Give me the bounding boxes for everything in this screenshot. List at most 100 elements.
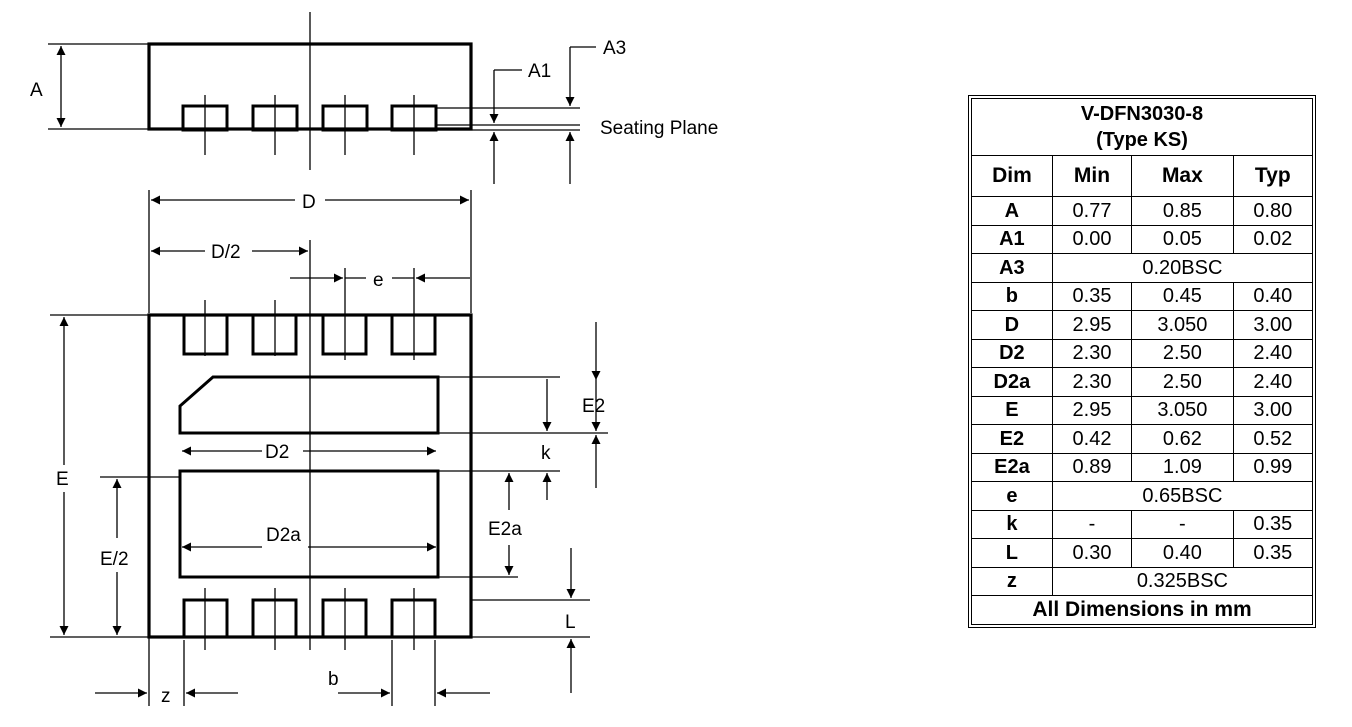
cell-dim: b bbox=[971, 281, 1053, 311]
cell-dim: A1 bbox=[971, 224, 1053, 254]
cell-max: 0.85 bbox=[1131, 196, 1234, 226]
cell-span-value: 0.65BSC bbox=[1051, 481, 1314, 511]
cell-typ: 2.40 bbox=[1232, 338, 1314, 368]
cell-typ: 3.00 bbox=[1232, 310, 1314, 340]
cell-typ: 0.35 bbox=[1232, 538, 1314, 568]
cell-min: 2.30 bbox=[1051, 367, 1133, 397]
lead-pad bbox=[390, 313, 437, 356]
label-E2: E2 bbox=[582, 396, 605, 417]
label-D2a: D2a bbox=[266, 525, 301, 546]
header-typ: Typ bbox=[1232, 155, 1314, 197]
label-L: L bbox=[565, 612, 576, 633]
cell-dim: L bbox=[971, 538, 1053, 568]
cell-typ: 0.40 bbox=[1232, 281, 1314, 311]
cell-dim: D2 bbox=[971, 338, 1053, 368]
cell-max: 0.40 bbox=[1131, 538, 1234, 568]
header-max: Max bbox=[1131, 155, 1234, 197]
cell-typ: 0.35 bbox=[1232, 509, 1314, 539]
label-A1: A1 bbox=[528, 61, 551, 82]
cell-typ: 0.80 bbox=[1232, 196, 1314, 226]
label-D: D bbox=[302, 192, 316, 213]
cell-typ: 0.02 bbox=[1232, 224, 1314, 254]
cell-min: 0.30 bbox=[1051, 538, 1133, 568]
lead-pad bbox=[321, 313, 368, 356]
cell-dim: A3 bbox=[971, 253, 1053, 283]
table-title-line1: V-DFN3030-8 bbox=[1080, 103, 1204, 125]
label-E: E bbox=[56, 469, 69, 490]
label-e: e bbox=[373, 270, 384, 291]
cell-dim: A bbox=[971, 196, 1053, 226]
label-k: k bbox=[541, 443, 551, 464]
side-view: A Seating Plane A1 A3 bbox=[30, 12, 718, 184]
cell-min: 0.00 bbox=[1051, 224, 1133, 254]
header-min: Min bbox=[1051, 155, 1133, 197]
label-E-half: E/2 bbox=[100, 549, 129, 570]
header-dim: Dim bbox=[971, 155, 1053, 197]
cell-span-value: 0.20BSC bbox=[1051, 253, 1314, 283]
cell-min: - bbox=[1051, 509, 1133, 539]
exposed-pad-D2 bbox=[178, 375, 440, 435]
cell-dim: k bbox=[971, 509, 1053, 539]
cell-max: - bbox=[1131, 509, 1234, 539]
cell-max: 1.09 bbox=[1131, 452, 1234, 482]
label-D2: D2 bbox=[265, 442, 289, 463]
label-A3: A3 bbox=[603, 38, 626, 59]
cell-min: 2.30 bbox=[1051, 338, 1133, 368]
cell-min: 2.95 bbox=[1051, 310, 1133, 340]
label-b: b bbox=[328, 669, 339, 690]
table-row: k--0.35 bbox=[971, 509, 1314, 539]
cell-min: 0.42 bbox=[1051, 424, 1133, 454]
cell-max: 2.50 bbox=[1131, 367, 1234, 397]
cell-typ: 2.40 bbox=[1232, 367, 1314, 397]
label-seating-plane: Seating Plane bbox=[600, 118, 718, 139]
cell-typ: 0.52 bbox=[1232, 424, 1314, 454]
cell-max: 3.050 bbox=[1131, 310, 1234, 340]
cell-dim: E bbox=[971, 395, 1053, 425]
cell-max: 2.50 bbox=[1131, 338, 1234, 368]
cell-dim: E2a bbox=[971, 452, 1053, 482]
cell-dim: D2a bbox=[971, 367, 1053, 397]
cell-max: 3.050 bbox=[1131, 395, 1234, 425]
label-D-half: D/2 bbox=[211, 242, 241, 263]
label-z: z bbox=[161, 686, 171, 707]
label-A: A bbox=[30, 80, 43, 101]
cell-max: 0.05 bbox=[1131, 224, 1234, 254]
cell-span-value: 0.325BSC bbox=[1051, 566, 1314, 596]
cell-min: 0.77 bbox=[1051, 196, 1133, 226]
cell-dim: E2 bbox=[971, 424, 1053, 454]
table-title-line2: (Type KS) bbox=[1096, 129, 1188, 151]
cell-max: 0.45 bbox=[1131, 281, 1234, 311]
label-E2a: E2a bbox=[488, 519, 522, 540]
cell-dim: D bbox=[971, 310, 1053, 340]
cell-typ: 0.99 bbox=[1232, 452, 1314, 482]
cell-min: 2.95 bbox=[1051, 395, 1133, 425]
bottom-view-body bbox=[147, 313, 473, 639]
exposed-pad-D2a bbox=[178, 469, 440, 579]
cell-max: 0.62 bbox=[1131, 424, 1234, 454]
bottom-view: D D/2 e bbox=[50, 190, 608, 707]
cell-min: 0.35 bbox=[1051, 281, 1133, 311]
cell-min: 0.89 bbox=[1051, 452, 1133, 482]
table-footer: All Dimensions in mm bbox=[971, 595, 1313, 625]
table-title: V-DFN3030-8 (Type KS) bbox=[971, 98, 1313, 156]
cell-dim: z bbox=[971, 566, 1053, 596]
cell-typ: 3.00 bbox=[1232, 395, 1314, 425]
cell-dim: e bbox=[971, 481, 1053, 511]
table-header-row: Dim Min Max Typ bbox=[971, 155, 1314, 197]
